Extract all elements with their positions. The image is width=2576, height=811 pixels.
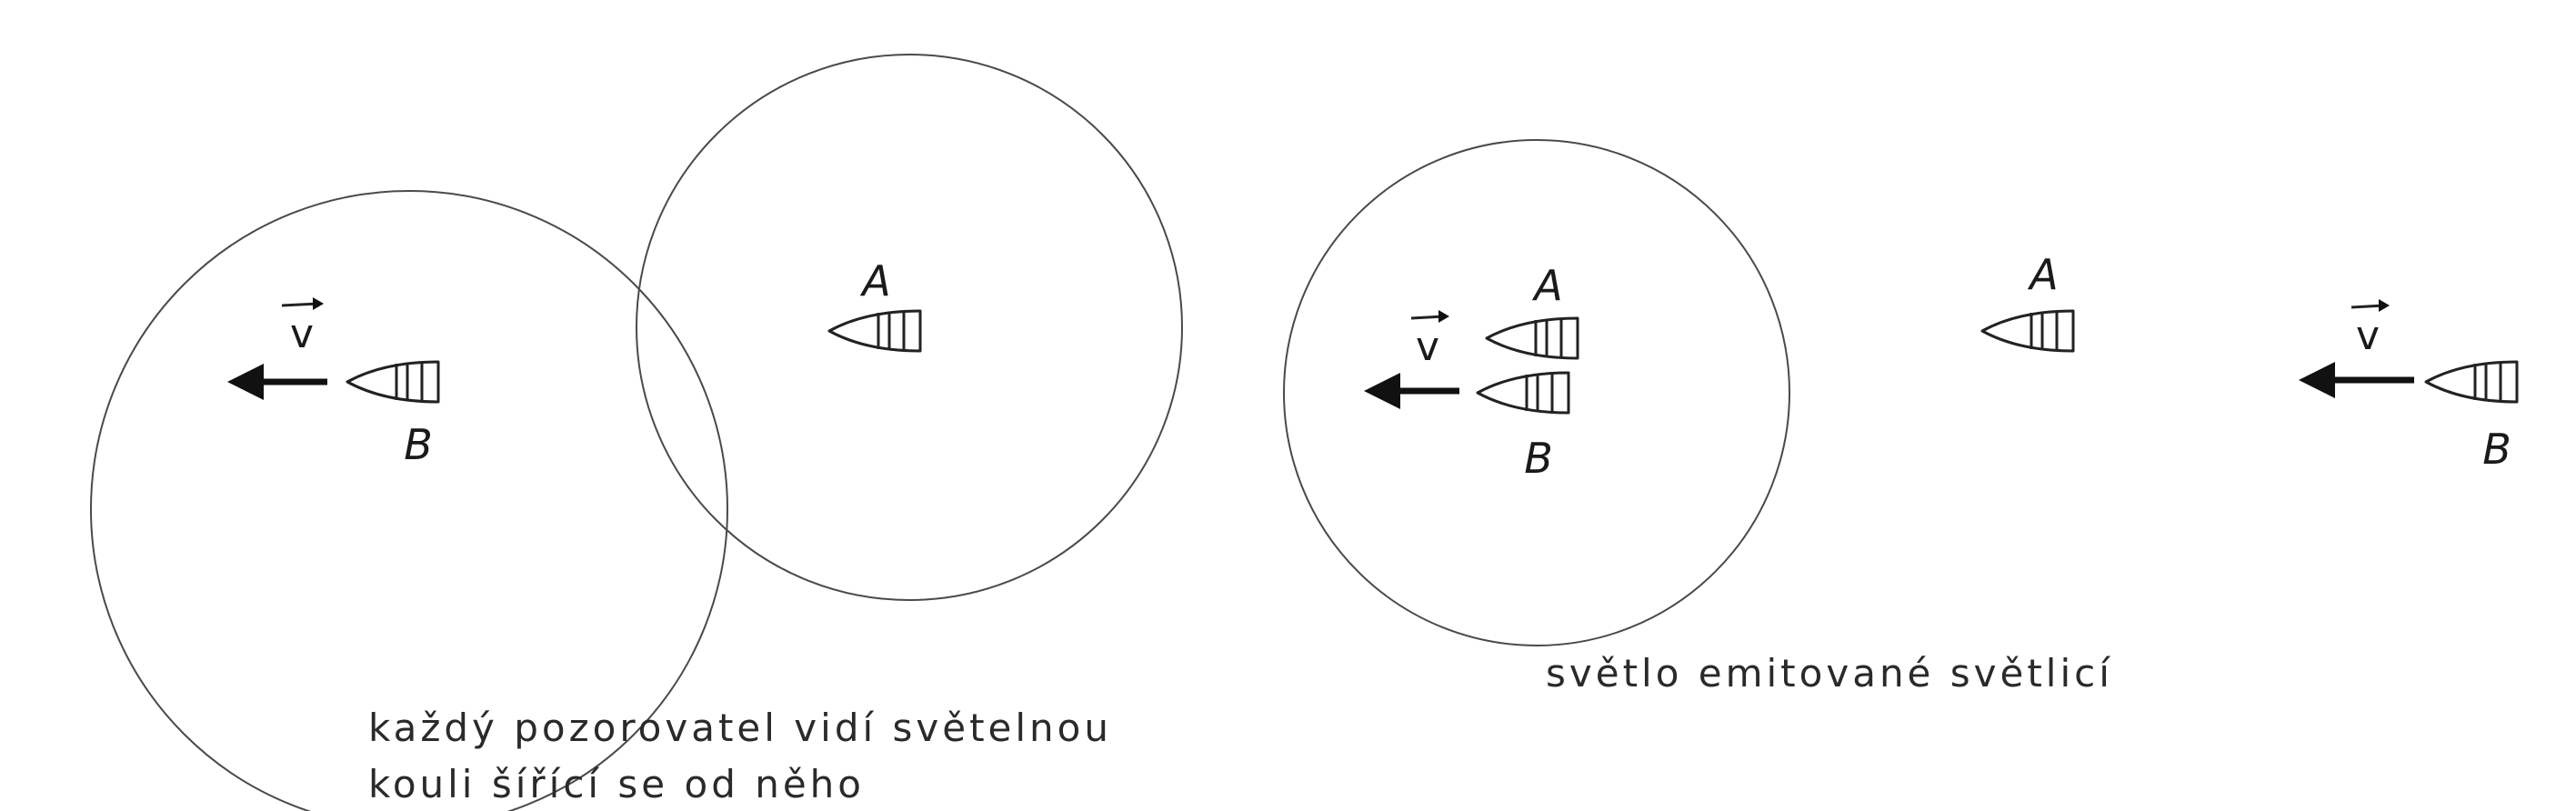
ship-a [1485, 316, 1579, 360]
ship-b [1476, 371, 1570, 415]
label-b: B [404, 420, 433, 469]
label-v: v [2356, 313, 2380, 359]
vector-bar-tip [1438, 310, 1449, 323]
velocity-arrowhead [2299, 362, 2335, 398]
panel-left: A B v každý pozorovatel vidí světelnou k… [90, 54, 1183, 811]
label-a: A [2027, 250, 2058, 299]
label-a: A [859, 256, 890, 305]
caption-line-1: každý pozorovatel vidí světelnou [368, 706, 1112, 750]
vector-bar [281, 302, 319, 307]
panel-middle: A B v světlo emitované světlicí [1283, 139, 2113, 696]
velocity-arrowhead [227, 364, 264, 400]
ship-a [1980, 309, 2075, 353]
ship-b [346, 360, 440, 404]
velocity-arrowhead [1364, 373, 1400, 409]
label-b: B [2482, 425, 2511, 474]
label-v: v [290, 311, 314, 357]
light-sphere-b [90, 190, 728, 811]
label-v: v [1416, 324, 1439, 370]
light-sphere-a [636, 54, 1183, 601]
vector-bar-tip [313, 297, 324, 310]
label-b: B [1524, 434, 1553, 483]
ship-a [827, 309, 922, 353]
label-a: A [1531, 261, 1562, 310]
vector-bar-tip [2379, 299, 2390, 312]
panel-right: A B v [1980, 250, 2519, 474]
light-sphere [1283, 139, 1790, 646]
caption-line-2: kouli šířící se od něho [368, 762, 865, 806]
caption: světlo emitované světlicí [1546, 651, 2113, 696]
ship-b [2424, 360, 2519, 404]
